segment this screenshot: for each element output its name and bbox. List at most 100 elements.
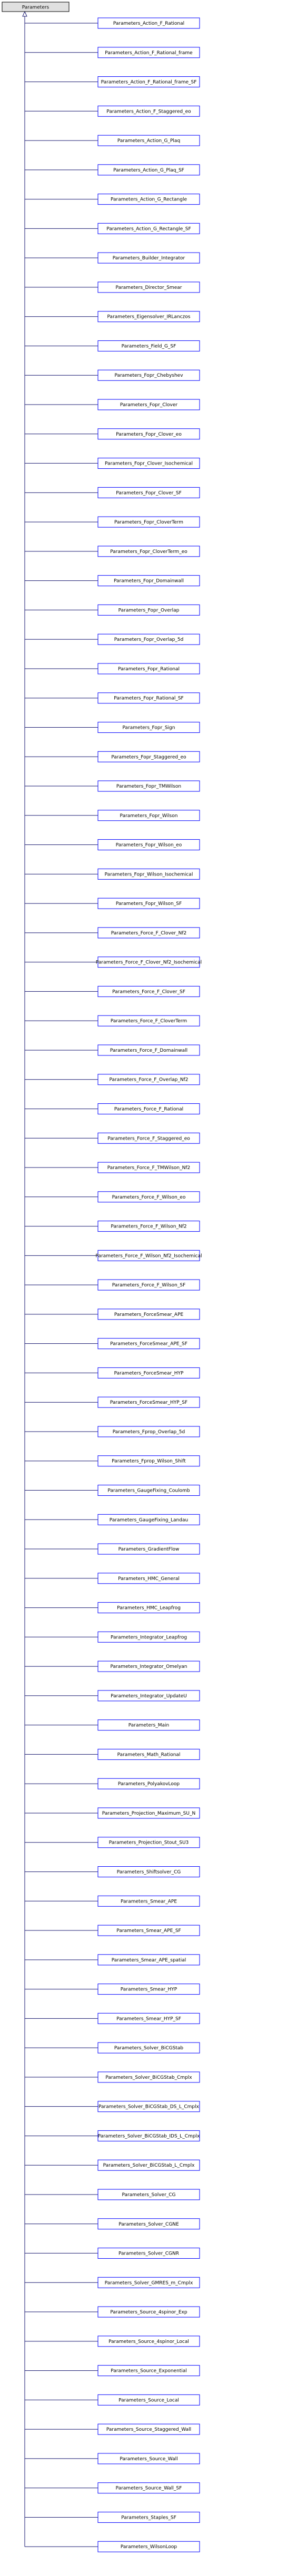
class-node[interactable]: Parameters_Source_Exponential [97,2365,200,2377]
class-node[interactable]: Parameters_Integrator_UpdateU [97,1690,200,1702]
class-node[interactable]: Parameters_ForceSmear_HYP [97,1367,200,1378]
class-node[interactable]: Parameters_Force_F_Wilson_eo [97,1191,200,1203]
class-node[interactable]: Parameters_Fopr_Clover_eo [97,428,200,440]
class-node[interactable]: Parameters_Action_F_Rational_frame_SF [97,76,200,88]
class-node[interactable]: Parameters_GradientFlow [97,1543,200,1555]
class-node[interactable]: Parameters_Fopr_Rational_SF [97,692,200,704]
class-node[interactable]: Parameters_ForceSmear_APE_SF [97,1338,200,1350]
class-node[interactable]: Parameters_Action_F_Rational_frame [97,47,200,58]
class-node-label: Parameters_Fopr_Chebyshev [114,373,183,378]
root-node[interactable]: Parameters [2,2,70,12]
class-node-label: Parameters_Integrator_Leapfrog [111,1635,187,1640]
class-node[interactable]: Parameters_Smear_APE_spatial [97,1954,200,1966]
class-node[interactable]: Parameters_Force_F_CloverTerm [97,1015,200,1027]
class-node[interactable]: Parameters_Action_G_Plaq_SF [97,164,200,176]
class-node[interactable]: Parameters_Action_G_Rectangle_SF [97,223,200,234]
class-node[interactable]: Parameters_Smear_APE_SF [97,1925,200,1936]
class-node-box [97,1132,200,1144]
class-node[interactable]: Parameters_Integrator_Leapfrog [97,1631,200,1643]
class-node[interactable]: Parameters_Fopr_Wilson_Isochemical [97,868,200,880]
class-node[interactable]: Parameters_Fopr_Clover_SF [97,487,200,498]
class-node[interactable]: Parameters_Force_F_Overlap_Nf2 [97,1074,200,1085]
class-node[interactable]: Parameters_Fopr_Clover_Isochemical [97,458,200,469]
class-node[interactable]: Parameters_Solver_BiCGStab_DS_L_Cmplx [97,2101,200,2112]
class-node[interactable]: Parameters_Action_F_Staggered_eo [97,105,200,117]
class-node-box [97,487,200,498]
class-node-box [97,2012,200,2024]
class-node[interactable]: Parameters_Smear_HYP [97,1984,200,1995]
class-node[interactable]: Parameters_Integrator_Omelyan [97,1661,200,1672]
class-node[interactable]: Parameters_Fopr_Wilson_eo [97,839,200,851]
class-node[interactable]: Parameters_Source_Local [97,2394,200,2406]
class-node[interactable]: Parameters_Fprop_Overlap_5d [97,1426,200,1437]
class-node-box [97,1279,200,1291]
class-node[interactable]: Parameters_Solver_BiCGStab [97,2042,200,2054]
class-node[interactable]: Parameters_Force_F_Domainwall [97,1044,200,1056]
class-node[interactable]: Parameters_GaugeFixing_Coulomb [97,1485,200,1496]
class-node[interactable]: Parameters_HMC_General [97,1573,200,1584]
class-node[interactable]: Parameters_Fopr_Rational [97,663,200,675]
class-node[interactable]: Parameters_Projection_Stout_SU3 [97,1837,200,1848]
class-node[interactable]: Parameters_Source_4spinor_Exp [97,2306,200,2318]
class-node[interactable]: Parameters_PolyakovLoop [97,1778,200,1789]
class-node[interactable]: Parameters_Force_F_Clover_SF [97,985,200,997]
class-node[interactable]: Parameters_Fprop_Wilson_Shift [97,1455,200,1467]
class-node[interactable]: Parameters_Fopr_CloverTerm_eo [97,546,200,557]
class-node[interactable]: Parameters_Force_F_Wilson_SF [97,1279,200,1291]
class-node[interactable]: Parameters_Fopr_Wilson [97,810,200,821]
class-node[interactable]: Parameters_Action_G_Rectangle [97,194,200,205]
class-node[interactable]: Parameters_Eigensolver_IRLanczos [97,311,200,323]
class-node[interactable]: Parameters_Solver_GMRES_m_Cmplx [97,2277,200,2288]
class-node-box [97,868,200,880]
class-node[interactable]: Parameters_Solver_BiCGStab_Cmplx [97,2071,200,2083]
class-node[interactable]: Parameters_Field_G_SF [97,340,200,351]
class-node[interactable]: Parameters_Source_Wall_SF [97,2482,200,2494]
class-node[interactable]: Parameters_HMC_Leapfrog [97,1602,200,1614]
class-node-label: Parameters_Force_F_CloverTerm [111,1019,187,1024]
class-node[interactable]: Parameters_Force_F_Rational [97,1103,200,1114]
class-node-label: Parameters_Fopr_Sign [123,725,175,730]
class-node[interactable]: Parameters_Fopr_CloverTerm [97,516,200,528]
class-node[interactable]: Parameters_Force_F_Clover_Nf2 [97,927,200,939]
class-node[interactable]: Parameters_Solver_BiCGStab_L_Cmplx [97,2159,200,2171]
class-node[interactable]: Parameters_Solver_BiCGStab_IDS_L_Cmplx [97,2130,200,2141]
class-node[interactable]: Parameters_Force_F_Wilson_Nf2_Isochemica… [95,1250,202,1261]
class-node[interactable]: Parameters_Smear_HYP_SF [97,2012,200,2024]
class-node[interactable]: Parameters_Math_Rational [97,1748,200,1760]
class-node[interactable]: Parameters_Force_F_Staggered_eo [97,1132,200,1144]
class-node[interactable]: Parameters_Builder_Integrator [97,252,200,264]
class-node[interactable]: Parameters_Solver_CG [97,2189,200,2200]
class-node[interactable]: Parameters_Fopr_Clover [97,399,200,410]
class-node[interactable]: Parameters_Fopr_Overlap_5d [97,633,200,645]
class-node[interactable]: Parameters_Source_Staggered_Wall [97,2423,200,2435]
class-node[interactable]: Parameters_ForceSmear_HYP_SF [97,1396,200,1408]
class-node[interactable]: Parameters_Force_F_TMWilson_Nf2 [97,1162,200,1173]
class-node[interactable]: Parameters_ForceSmear_APE [97,1309,200,1320]
class-node[interactable]: Parameters_Action_G_Plaq [97,135,200,146]
class-node[interactable]: Parameters_Source_Wall [97,2453,200,2464]
class-node[interactable]: Parameters_Force_F_Wilson_Nf2 [97,1221,200,1232]
class-node[interactable]: Parameters_Smear_APE [97,1895,200,1907]
class-node[interactable]: Parameters_Action_F_Rational [97,17,200,29]
class-node[interactable]: Parameters_Fopr_Staggered_eo [97,751,200,762]
class-node[interactable]: Parameters_Solver_CGNR [97,2248,200,2259]
class-node-box [97,1925,200,1936]
class-node[interactable]: Parameters_WilsonLoop [97,2541,200,2552]
class-node[interactable]: Parameters_Main [97,1719,200,1731]
class-node-box [97,1543,200,1555]
class-node[interactable]: Parameters_Force_F_Clover_Nf2_Isochemica… [96,957,202,968]
class-node[interactable]: Parameters_Director_Smear [97,281,200,293]
class-node[interactable]: Parameters_Fopr_Wilson_SF [97,898,200,909]
class-node[interactable]: Parameters_Fopr_TMWilson [97,780,200,792]
class-node[interactable]: Parameters_GaugeFixing_Landau [97,1514,200,1525]
class-node[interactable]: Parameters_Shiftsolver_CG [97,1866,200,1878]
class-node[interactable]: Parameters_Fopr_Overlap [97,604,200,616]
class-node[interactable]: Parameters_Fopr_Domainwall [97,575,200,587]
class-node[interactable]: Parameters_Fopr_Chebyshev [97,369,200,381]
class-node[interactable]: Parameters_Fopr_Sign [97,721,200,733]
class-node-label: Parameters_Force_F_Overlap_Nf2 [109,1078,188,1083]
class-node[interactable]: Parameters_Projection_Maximum_SU_N [97,1807,200,1819]
class-node[interactable]: Parameters_Staples_SF [97,2511,200,2523]
class-node[interactable]: Parameters_Solver_CGNE [97,2218,200,2230]
class-node[interactable]: Parameters_Source_4spinor_Local [97,2336,200,2347]
